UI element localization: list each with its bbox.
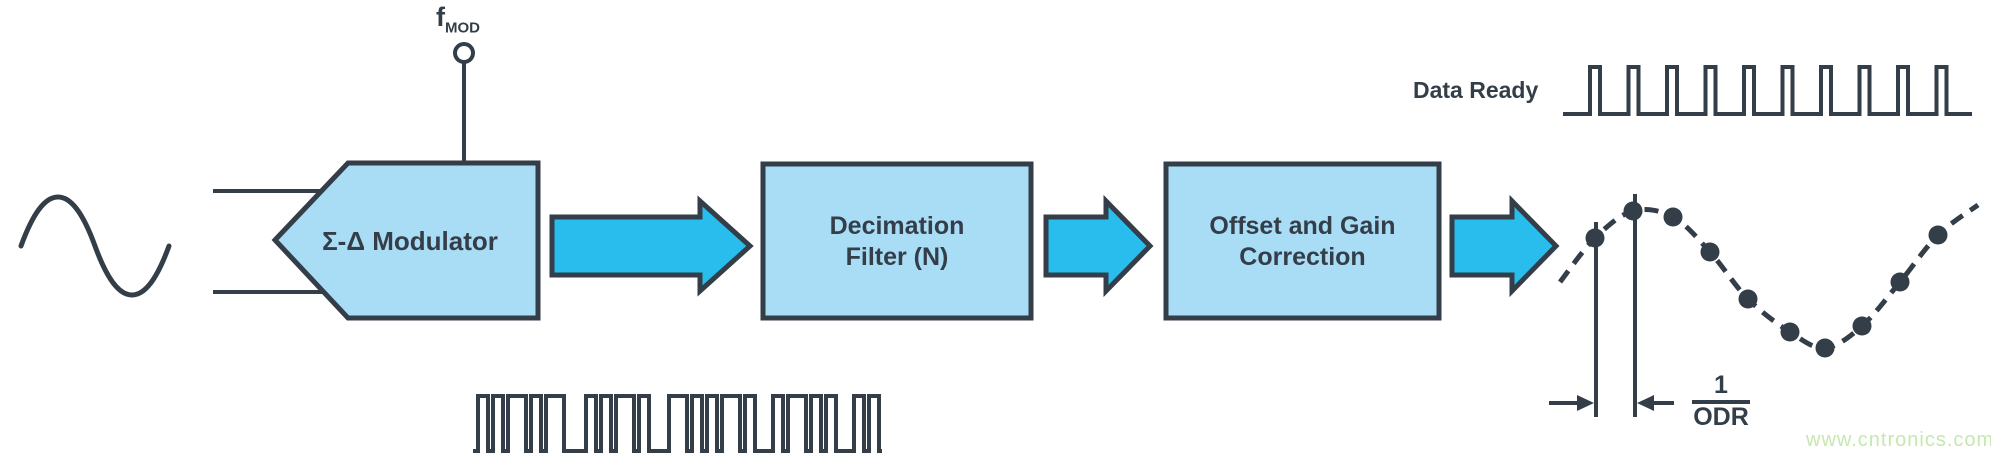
odr-numerator: 1 <box>1692 371 1750 404</box>
odr-period-fraction: 1 ODR <box>1692 371 1750 431</box>
output-sample-dot-10 <box>1928 225 1948 245</box>
offset-gain-block <box>1163 161 1442 321</box>
decimation-label-line2: Filter (N) <box>845 243 949 271</box>
sigma-delta-modulator-block <box>271 160 541 321</box>
watermark-text: www.cntronics.com <box>1806 429 1991 451</box>
data-ready-label: Data Ready <box>1413 77 1539 103</box>
flow-arrow-2 <box>1043 194 1154 298</box>
fmod-clock-label: fMOD <box>436 2 480 37</box>
flow-arrow-1 <box>549 195 754 297</box>
offset-label-line1: Offset and Gain <box>1209 212 1396 240</box>
modulator-block-label: Σ-Δ Modulator <box>322 226 498 256</box>
fmod-main: f <box>436 2 445 32</box>
output-sample-dot-4 <box>1700 242 1720 262</box>
fmod-clock-terminal-circle <box>453 42 475 64</box>
fmod-subscript: MOD <box>445 19 480 37</box>
data-ready-pulse-train <box>1563 65 1972 116</box>
output-sample-dot-3 <box>1663 207 1683 227</box>
output-sample-dot-7 <box>1815 338 1835 358</box>
offset-label-line2: Correction <box>1239 243 1366 271</box>
odr-measure-left-arrowhead <box>1577 395 1594 411</box>
decimation-filter-block <box>760 161 1034 321</box>
output-sample-dot-8 <box>1852 316 1872 336</box>
odr-measure-right-arrowhead <box>1637 395 1654 411</box>
output-sample-dot-5 <box>1738 289 1758 309</box>
decimation-block-label: Decimation Filter (N) <box>763 211 1031 273</box>
offset-gain-block-label: Offset and Gain Correction <box>1166 211 1439 273</box>
decimation-label-line1: Decimation <box>829 212 965 240</box>
output-sample-dot-9 <box>1890 272 1910 292</box>
output-sample-dot-6 <box>1780 322 1800 342</box>
odr-denominator: ODR <box>1693 403 1749 431</box>
sampled-output-sine-dashed <box>1558 202 1980 351</box>
flow-arrow-3 <box>1449 194 1560 298</box>
analog-input-sine-wave <box>18 194 172 298</box>
modulator-bitstream-waveform <box>473 394 882 453</box>
